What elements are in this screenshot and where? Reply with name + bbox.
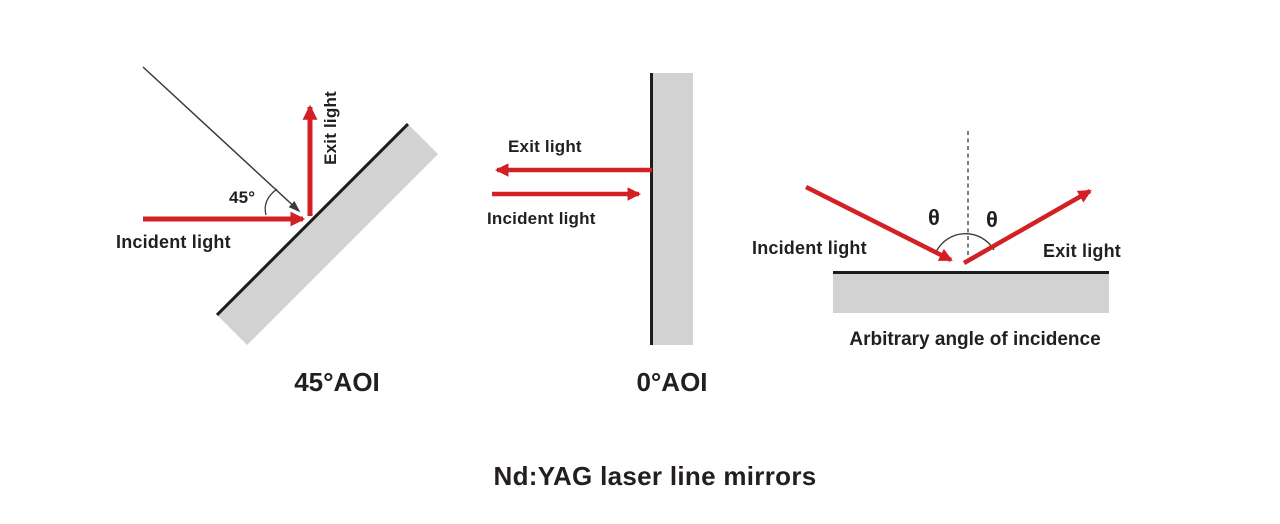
theta-right-label: θ xyxy=(986,207,999,232)
angle-45-label: 45° xyxy=(229,188,256,207)
mirror-45aoi-reflective-surface xyxy=(215,122,410,317)
exit-light-label-arbitrary: Exit light xyxy=(1043,241,1121,261)
mirror-0aoi xyxy=(650,73,693,345)
theta-left-label: θ xyxy=(928,205,941,230)
incident-light-label-0aoi: Incident light xyxy=(487,209,596,228)
incident-light-label-45aoi: Incident light xyxy=(116,232,231,252)
exit-light-label-0aoi: Exit light xyxy=(508,137,582,156)
page-title: Nd:YAG laser line mirrors xyxy=(493,461,817,491)
angle-arc-45aoi xyxy=(264,188,278,216)
incident-ray-arbitrary xyxy=(804,184,953,263)
mirror-45aoi-body xyxy=(215,122,439,346)
mirror-arbitrary-body xyxy=(833,271,1109,313)
caption-0aoi: 0°AOI xyxy=(636,367,708,397)
caption-arbitrary-aoi: Arbitrary angle of incidence xyxy=(849,329,1101,350)
mirror-45aoi xyxy=(215,122,439,346)
exit-light-label-45aoi: Exit light xyxy=(321,91,340,165)
exit-ray-arbitrary xyxy=(962,189,1092,265)
angle-arc-arbitrary xyxy=(935,233,995,253)
mirror-arbitrary xyxy=(833,271,1109,313)
mirror-0aoi-body xyxy=(650,73,693,345)
caption-45aoi: 45°AOI xyxy=(294,367,380,397)
normal-line-45aoi xyxy=(142,66,301,213)
incident-light-label-arbitrary: Incident light xyxy=(752,238,867,258)
